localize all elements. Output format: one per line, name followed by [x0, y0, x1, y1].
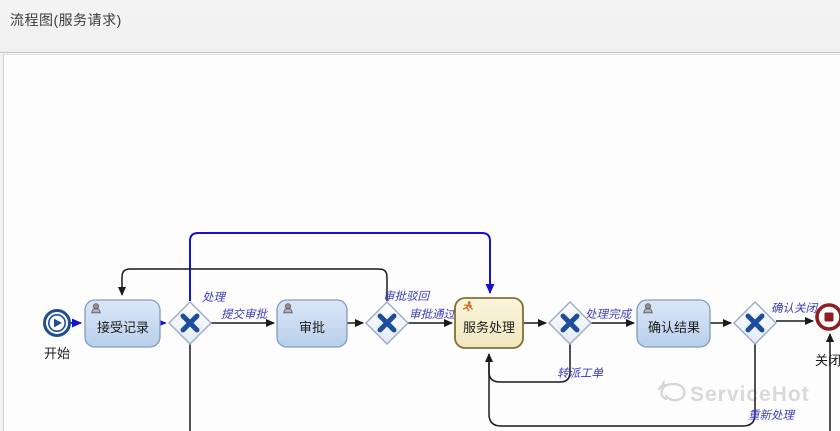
edge-label-process: 处理	[202, 291, 226, 304]
edge-label-approval-rejected: 审批驳回	[383, 290, 430, 303]
edge-label-approval-passed: 审批通过	[409, 308, 456, 321]
page-title: 流程图(服务请求)	[10, 12, 122, 28]
exclusive-gateway-4	[734, 302, 776, 344]
end-event-node: 关闭	[815, 303, 840, 368]
task-accept-record: 接受记录	[84, 299, 161, 348]
task-approve-label: 审批	[299, 320, 325, 335]
start-event-node: 开始	[43, 309, 71, 361]
stop-icon	[824, 312, 834, 322]
servicehot-watermark: ServiceHot	[657, 380, 810, 406]
edge-label-process-complete: 处理完成	[585, 308, 632, 321]
flow-gateway2-to-accept-rejected	[118, 268, 388, 301]
play-icon	[54, 318, 62, 328]
task-service-label: 服务处理	[463, 320, 515, 335]
watermark-text: ServiceHot	[690, 383, 810, 406]
edge-label-confirm-close: 确认关闭	[771, 302, 818, 315]
task-confirm-label: 确认结果	[648, 320, 700, 335]
edge-label-transfer-ticket: 转派工单	[557, 367, 603, 380]
runner-icon	[462, 301, 473, 312]
edge-label-submit-approval: 提交审批	[221, 308, 268, 321]
flow-gateway3-transfer-loop	[485, 344, 571, 383]
task-accept-label: 接受记录	[97, 320, 149, 335]
exclusive-gateway-2	[366, 302, 408, 344]
task-confirm-result: 确认结果	[636, 299, 711, 348]
exclusive-gateway-1	[169, 302, 211, 344]
sequence-flows	[70, 232, 834, 431]
flow-canvas-panel	[3, 54, 840, 431]
task-approve: 审批	[276, 299, 348, 348]
edge-label-reprocess: 重新处理	[748, 409, 795, 422]
edge-labels: 处理 提交审批 审批驳回 审批通过 处理完成 转派工单 确认关闭 重新处理	[202, 290, 818, 422]
task-service-processing: 服务处理	[454, 297, 524, 349]
servicehot-logo-icon	[657, 380, 686, 402]
flow-gateway4-reprocess-loop	[488, 344, 756, 427]
flow-gateway1-to-service-process	[189, 232, 495, 301]
title-bar: 流程图(服务请求)	[0, 0, 840, 53]
end-label: 关闭	[815, 353, 840, 368]
start-label: 开始	[44, 346, 70, 361]
